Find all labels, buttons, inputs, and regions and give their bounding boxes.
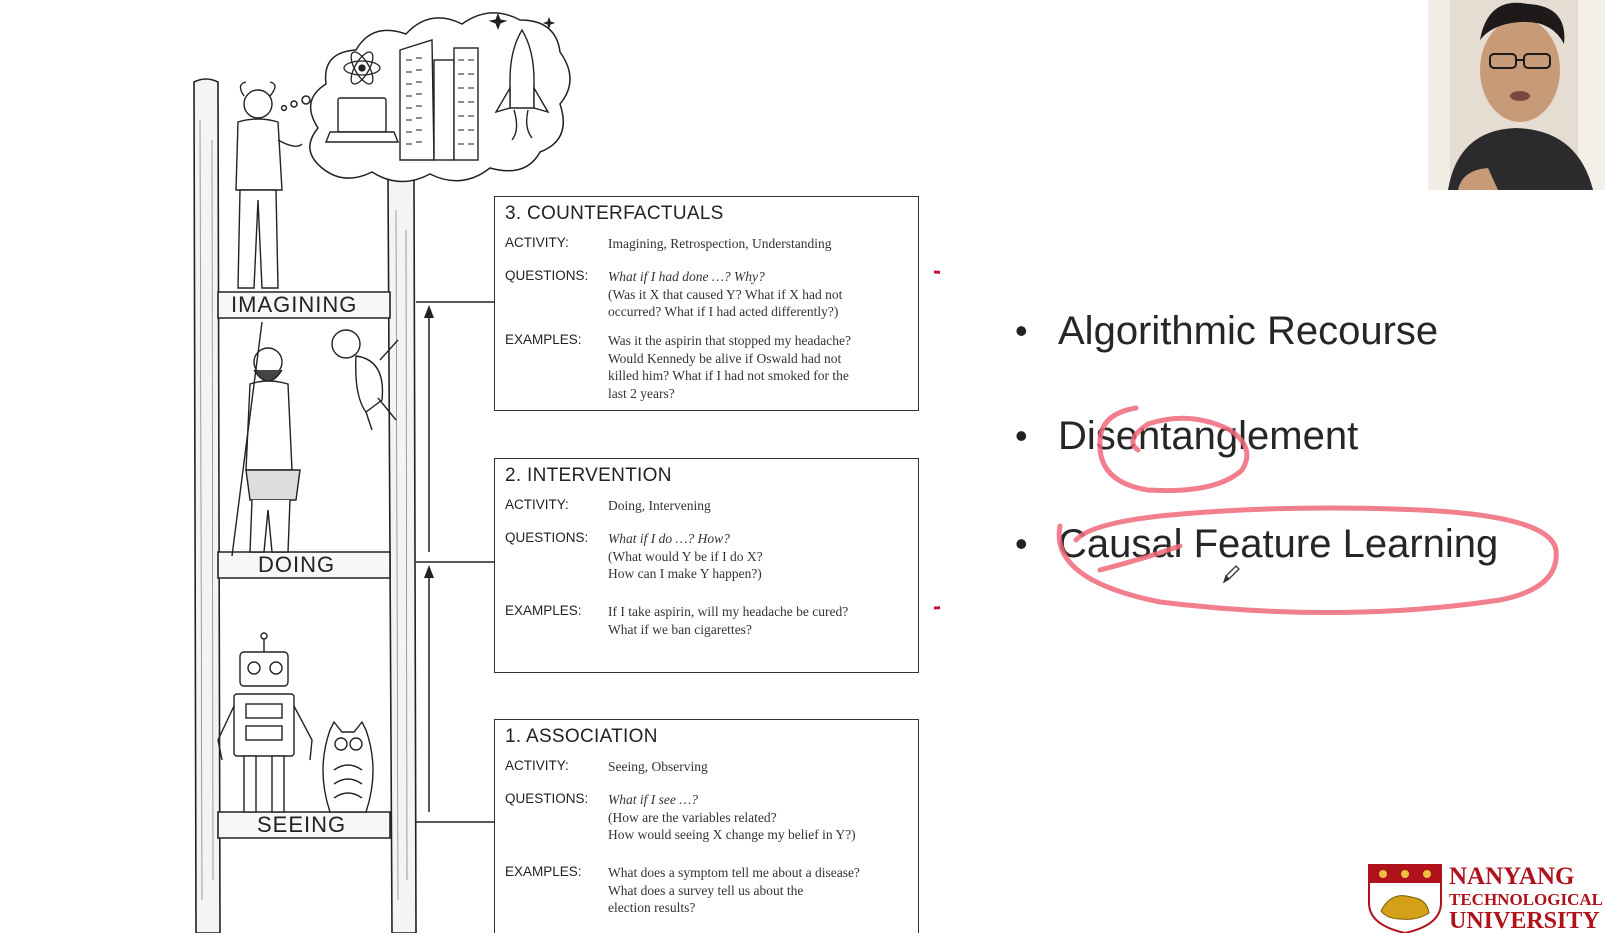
pen-annotations [1056, 405, 1559, 616]
examples-label: EXAMPLES: [505, 332, 582, 347]
annotation-loop-disentanglement [1097, 405, 1250, 494]
examples-text: Was it the aspirin that stopped my heada… [608, 333, 851, 401]
activity-text: Imagining, Retrospection, Understanding [608, 236, 832, 251]
examples-text: What does a symptom tell me about a dise… [608, 865, 860, 915]
bullet-dot: • [1015, 310, 1028, 351]
robot-icon [217, 632, 313, 813]
ladder-right-rail [387, 174, 417, 933]
questions-text: What if I see …? (How are the variables … [608, 792, 856, 842]
questions-label: QUESTIONS: [505, 268, 589, 283]
laptop-icon [324, 97, 400, 143]
box-title: 2. INTERVENTION [505, 465, 672, 486]
rocket-icon [488, 13, 556, 141]
logo-line-2: TECHNOLOGICAL [1449, 890, 1603, 909]
questions-text: What if I had done …? Why? (Was it X tha… [608, 269, 843, 319]
bullet-dot: • [1015, 415, 1028, 456]
brace-bracket [933, 270, 940, 610]
association-box: 1. ASSOCIATION ACTIVITY: Seeing, Observi… [494, 719, 919, 933]
ladder-illustration [193, 12, 940, 933]
box-title: 3. COUNTERFACTUALS [505, 203, 724, 224]
activity-text: Doing, Intervening [608, 498, 711, 513]
counterfactuals-box: 3. COUNTERFACTUALS ACTIVITY: Imagining, … [494, 196, 919, 411]
owl-icon [322, 720, 374, 813]
logo-line-3: UNIVERSITY [1449, 908, 1600, 934]
activity-label: ACTIVITY: [505, 497, 569, 512]
examples-text: If I take aspirin, will my headache be c… [608, 604, 849, 637]
activity-label: ACTIVITY: [505, 235, 569, 250]
caveman-figure [231, 321, 301, 557]
rung-label-imagining: IMAGINING [231, 292, 358, 317]
annotation-ellipse-causal-feature-learning [1056, 505, 1559, 616]
bullet-algorithmic-recourse: Algorithmic Recourse [1058, 309, 1439, 353]
rung-label-doing: DOING [258, 552, 336, 577]
building-icon [399, 39, 479, 161]
rung-imagining [217, 291, 391, 319]
webcam-video [1428, 0, 1605, 190]
annotation-underline [1097, 543, 1183, 573]
box-title: 1. ASSOCIATION [505, 726, 658, 747]
questions-label: QUESTIONS: [505, 791, 589, 806]
intervention-box: 2. INTERVENTION ACTIVITY: Doing, Interve… [494, 458, 919, 673]
questions-label: QUESTIONS: [505, 530, 589, 545]
scientist-figure [235, 81, 303, 289]
rung-label-seeing: SEEING [257, 812, 347, 837]
bullet-causal-feature-learning: Causal Feature Learning [1058, 522, 1499, 566]
activity-label: ACTIVITY: [505, 758, 569, 773]
activity-text: Seeing, Observing [608, 759, 708, 774]
examples-label: EXAMPLES: [505, 864, 582, 879]
ntu-logo: NANYANG TECHNOLOGICAL UNIVERSITY [1363, 863, 1605, 934]
questions-text: What if I do …? How? (What would Y be if… [608, 531, 763, 581]
rung-doing [217, 551, 391, 579]
ladder-left-rail [193, 78, 221, 933]
baby-figure [331, 329, 399, 431]
logo-line-1: NANYANG [1449, 863, 1575, 890]
atom-icon [343, 51, 381, 85]
ntu-crest-icon [1368, 864, 1442, 933]
examples-label: EXAMPLES: [505, 603, 582, 618]
pen-cursor-icon [1222, 565, 1240, 584]
bullet-dot: • [1015, 523, 1028, 564]
